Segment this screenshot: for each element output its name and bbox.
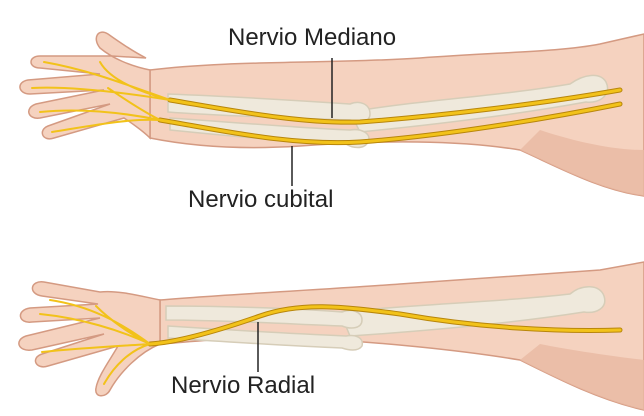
- ulnar-nerve-label: Nervio cubital: [188, 188, 333, 212]
- radial-nerve-label: Nervio Radial: [171, 374, 315, 398]
- median-nerve-label: Nervio Mediano: [228, 26, 396, 50]
- bottom-arm: [19, 262, 644, 410]
